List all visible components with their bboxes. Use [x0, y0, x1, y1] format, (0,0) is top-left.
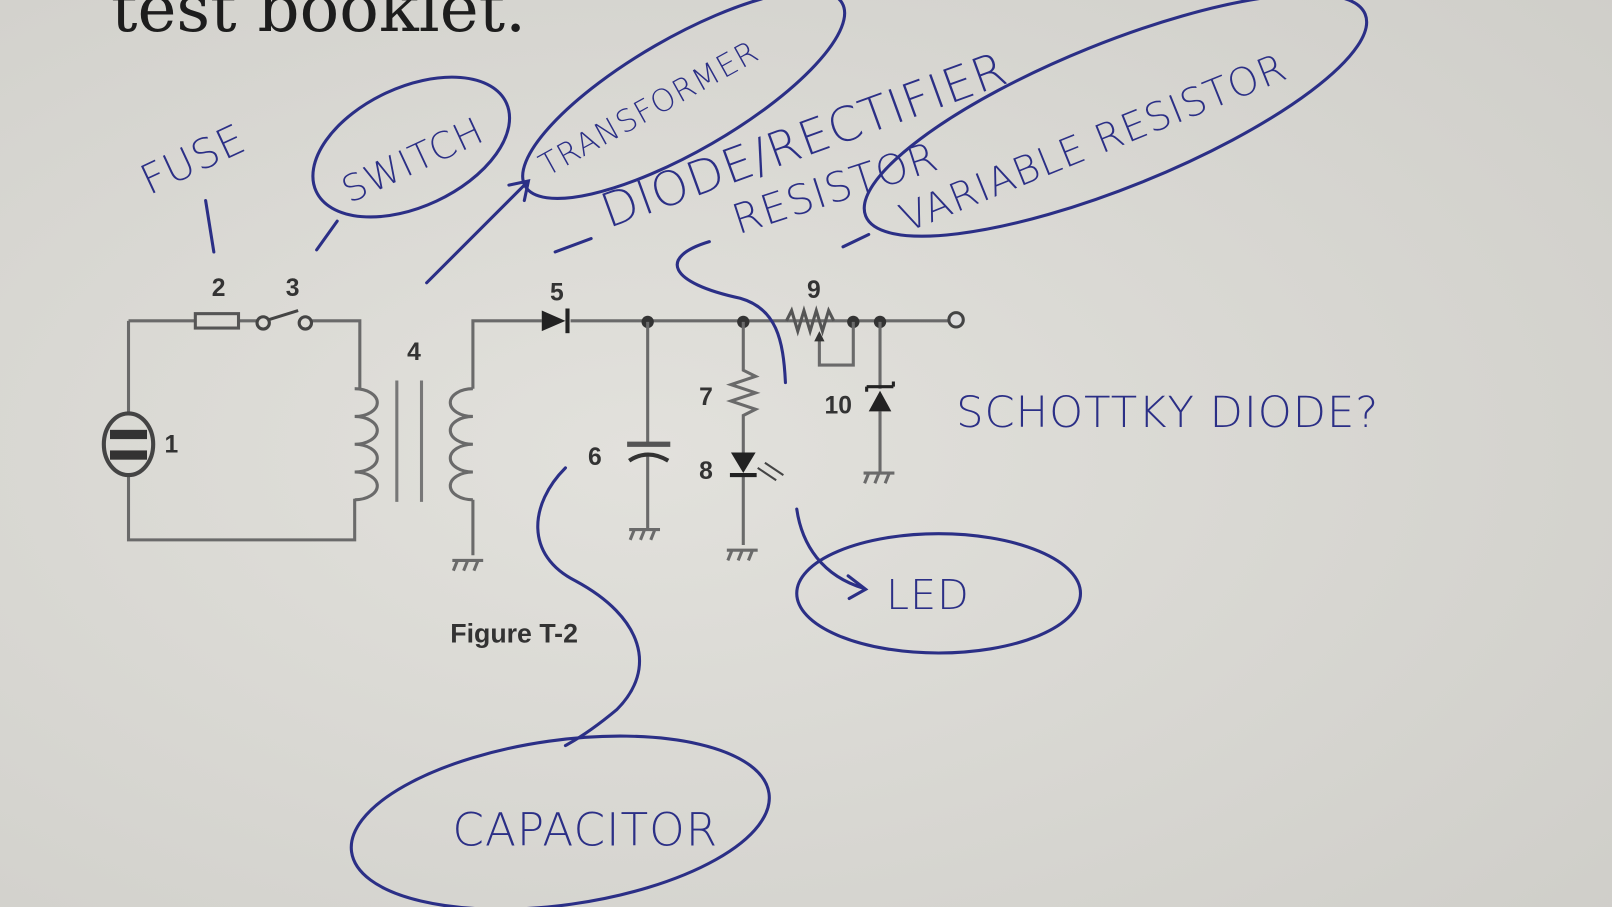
header-text: test booklet.	[111, 0, 526, 47]
circuit-diagram: 1 2 3 4 5 6 7 8 9 10 Figure T-2	[101, 275, 965, 649]
label-6: 6	[588, 444, 602, 471]
resistor-7-symbol	[726, 321, 761, 562]
label-4: 4	[407, 339, 421, 366]
label-8: 8	[699, 458, 713, 485]
label-9: 9	[807, 277, 821, 304]
label-10: 10	[825, 392, 852, 419]
annotation-capacitor: CAPACITOR	[452, 803, 718, 856]
label-1: 1	[164, 431, 178, 458]
figure-caption: Figure T-2	[450, 619, 578, 649]
label-3: 3	[286, 275, 300, 302]
led-symbol	[729, 452, 784, 482]
ground-symbol	[451, 558, 484, 572]
battery-symbol	[101, 411, 156, 478]
capacitor-symbol	[627, 321, 671, 541]
annotation-led: LED	[886, 571, 970, 619]
label-5: 5	[550, 279, 564, 306]
fuse-symbol	[193, 312, 241, 330]
label-2: 2	[212, 275, 226, 302]
schottky-diode-symbol	[863, 321, 895, 484]
transformer-symbol	[354, 380, 473, 502]
variable-resistor-symbol	[785, 305, 855, 367]
annotation-schottky: SCHOTTKY DIODE?	[956, 388, 1379, 438]
switch-symbol	[255, 309, 314, 331]
output-terminal	[947, 311, 965, 329]
diode-symbol	[541, 308, 570, 334]
label-7: 7	[699, 384, 713, 411]
